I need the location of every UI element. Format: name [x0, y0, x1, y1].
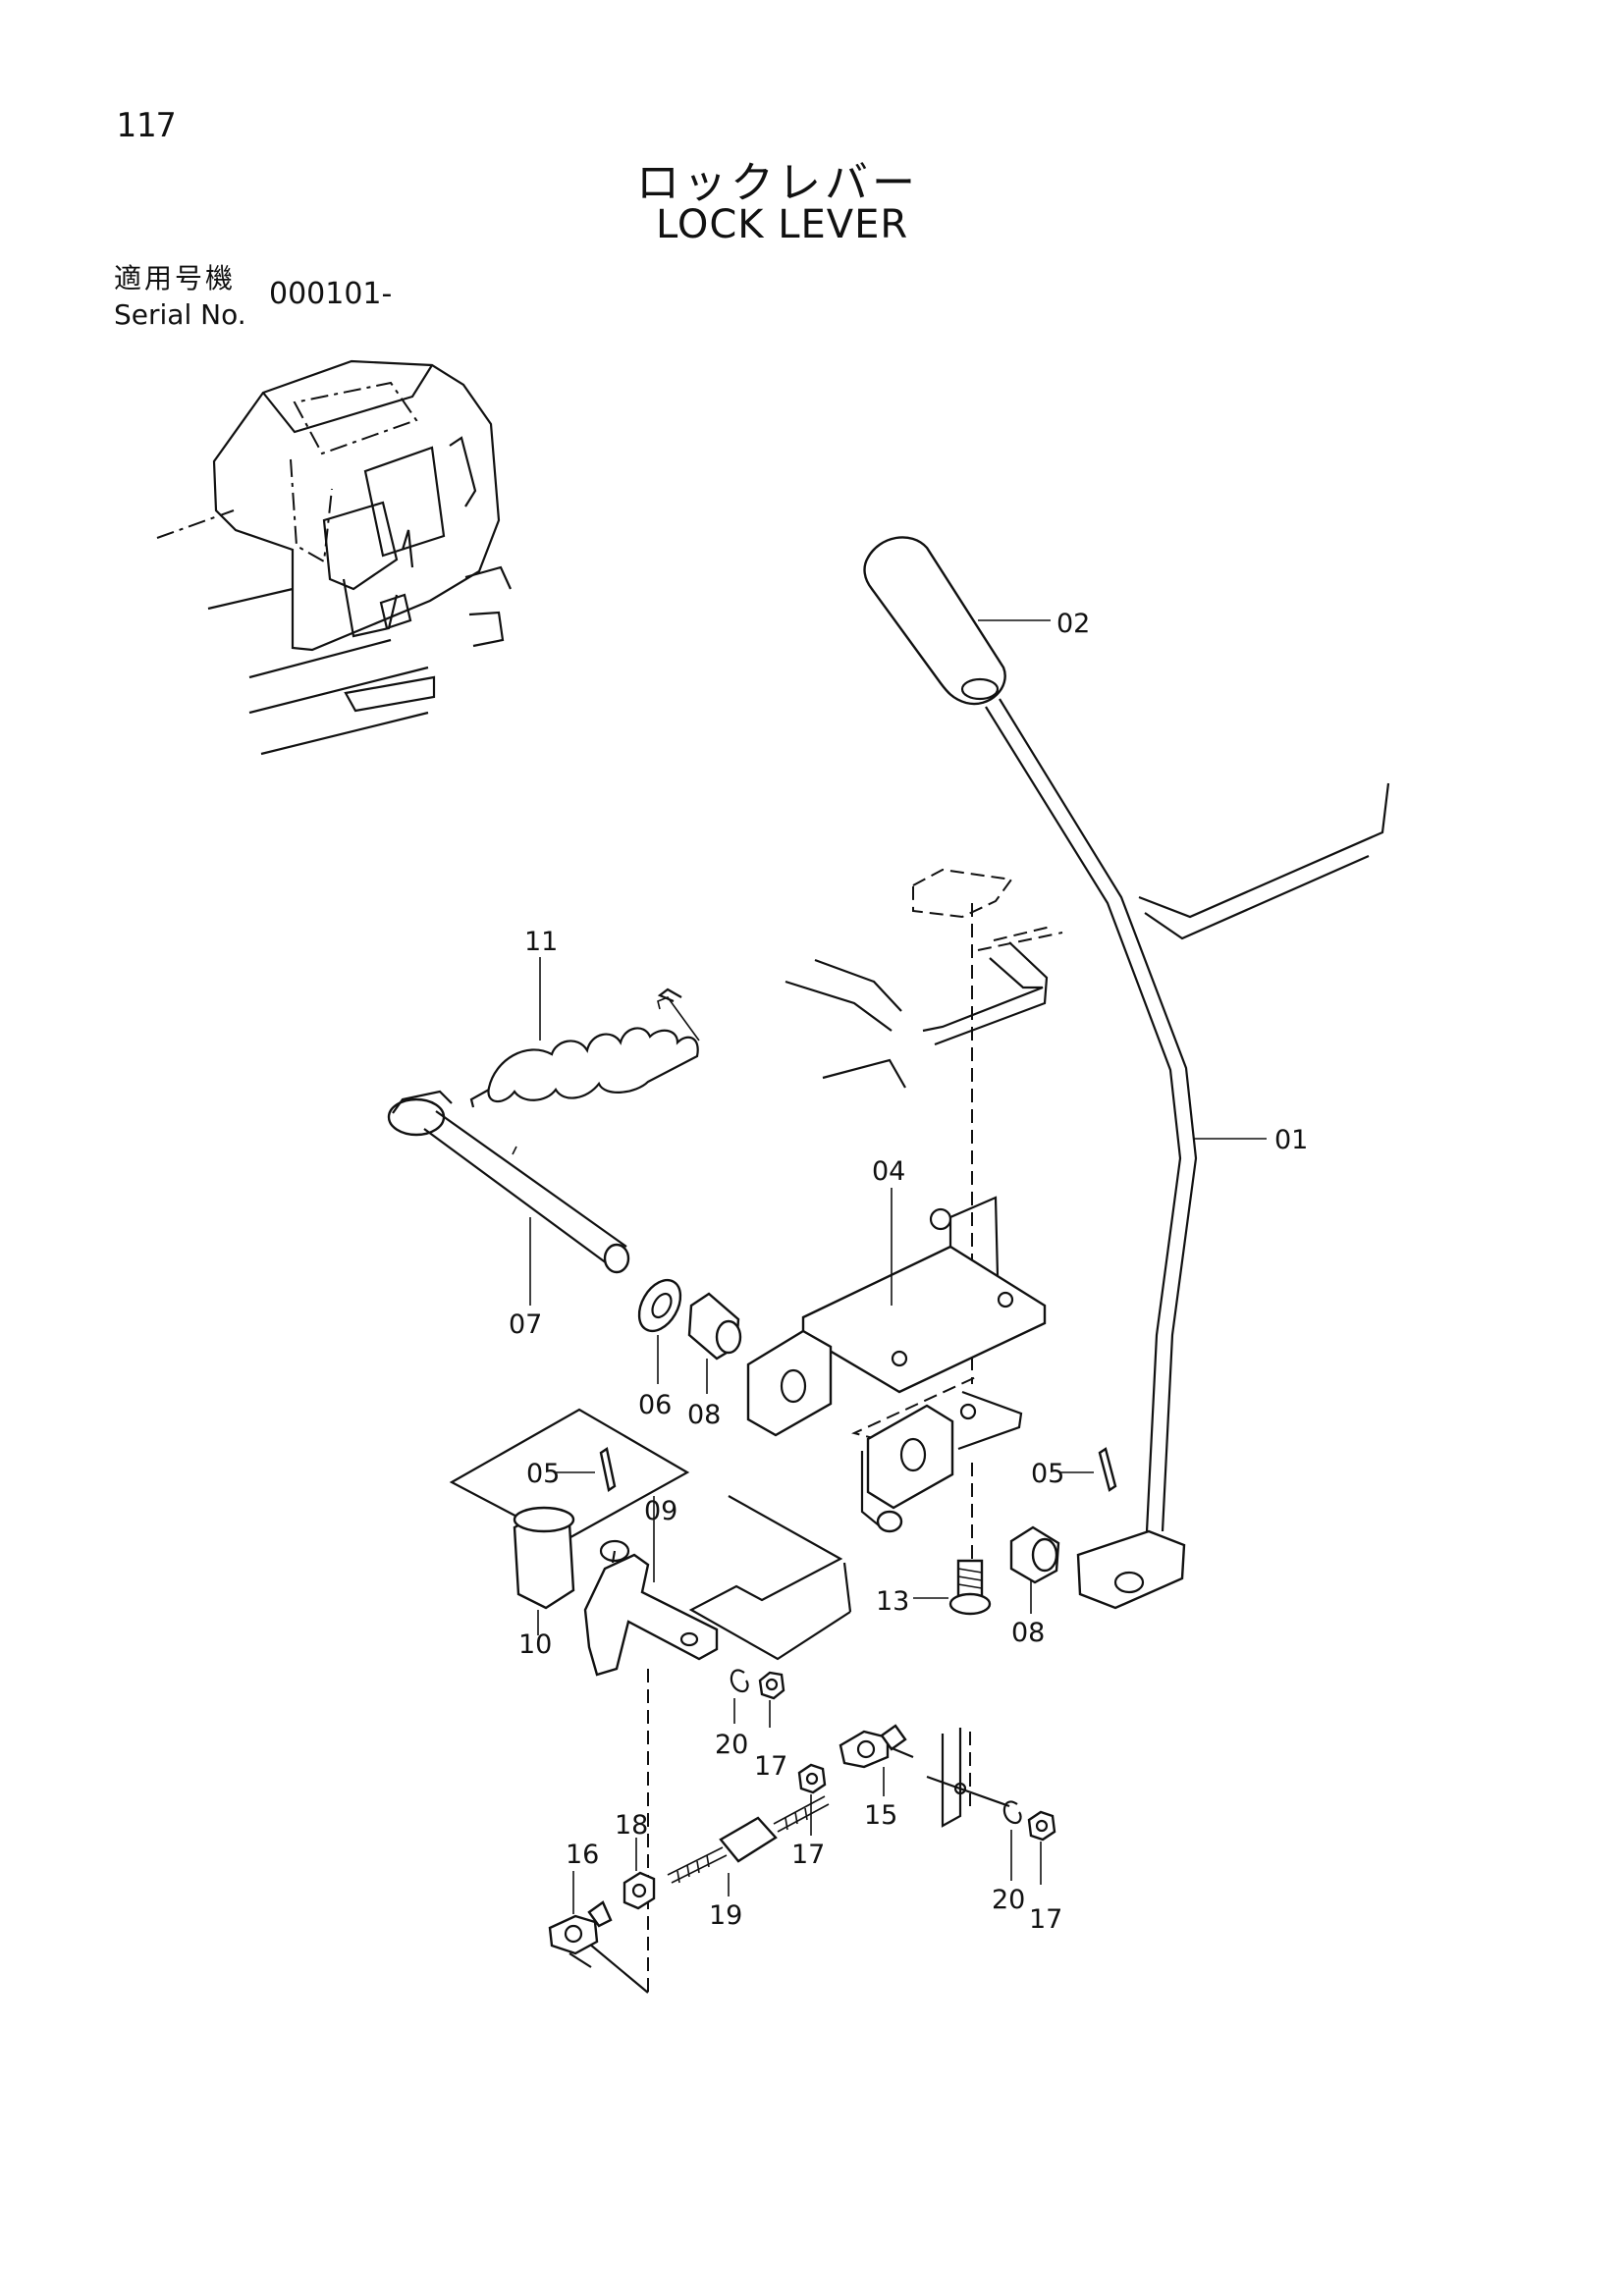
- spring-part-11: [469, 957, 700, 1108]
- bushing-part-08-right: [1009, 1525, 1060, 1614]
- lever-arm-part-09: [583, 1496, 719, 1994]
- ball-joint-part-16: [548, 1871, 613, 1968]
- snap-ring-part-20-left: [730, 1669, 749, 1724]
- machine-cab-thumbnail: [156, 359, 513, 756]
- callout-05-right: 05: [1031, 1459, 1064, 1489]
- nut-part-18: [623, 1838, 656, 1910]
- callout-17-middle: 17: [791, 1840, 825, 1870]
- callout-18: 18: [615, 1810, 648, 1841]
- callout-17-right: 17: [1029, 1904, 1062, 1935]
- nut-part-17-middle: [797, 1763, 827, 1836]
- serial-number-value: 000101-: [269, 277, 393, 311]
- callout-01: 01: [1274, 1125, 1308, 1155]
- callout-19: 19: [709, 1900, 742, 1931]
- page-number: 117: [116, 106, 177, 145]
- lever-grip-part-02: [863, 536, 1051, 706]
- callout-08-right: 08: [1011, 1618, 1045, 1648]
- callout-15: 15: [864, 1800, 897, 1831]
- pin-part-07: [387, 1090, 630, 1306]
- callout-02: 02: [1056, 609, 1090, 639]
- callout-05-left: 05: [526, 1459, 560, 1489]
- rod-end-bracket: [926, 1728, 1010, 1828]
- callout-17-upper: 17: [754, 1751, 787, 1782]
- spring-pin-part-05-left: [556, 1447, 617, 1492]
- turnbuckle-part-19: [667, 1795, 830, 1896]
- serial-label-japanese: 適用号機: [114, 262, 237, 294]
- callout-10: 10: [518, 1629, 552, 1660]
- callout-11: 11: [524, 927, 558, 957]
- callout-06: 06: [638, 1390, 672, 1420]
- callout-09: 09: [644, 1496, 677, 1526]
- callout-20-right: 20: [992, 1885, 1025, 1915]
- ball-joint-part-15: [839, 1724, 914, 1796]
- callout-04: 04: [872, 1156, 905, 1187]
- nut-part-17-right: [1027, 1810, 1056, 1885]
- collar-part-10: [513, 1506, 575, 1635]
- nut-part-17-upper: [758, 1671, 785, 1728]
- callout-08-left: 08: [687, 1400, 721, 1430]
- bracket-part-04: [746, 1188, 1047, 1533]
- lever-rod-part-01: [985, 698, 1267, 1610]
- washer-part-06: [637, 1278, 682, 1384]
- snap-ring-part-20-right: [1002, 1800, 1022, 1881]
- bolt-part-13: [913, 1559, 992, 1616]
- title-english: LOCK LEVER: [656, 202, 909, 247]
- callout-13: 13: [876, 1586, 909, 1617]
- callout-16: 16: [566, 1840, 599, 1870]
- callout-07: 07: [509, 1309, 542, 1340]
- title-japanese: ロックレバー: [636, 158, 919, 208]
- spring-pin-part-05-right: [1060, 1447, 1117, 1492]
- bushing-part-08-left: [687, 1292, 742, 1394]
- serial-label-english: Serial No.: [114, 298, 246, 331]
- callout-20-left: 20: [715, 1730, 748, 1760]
